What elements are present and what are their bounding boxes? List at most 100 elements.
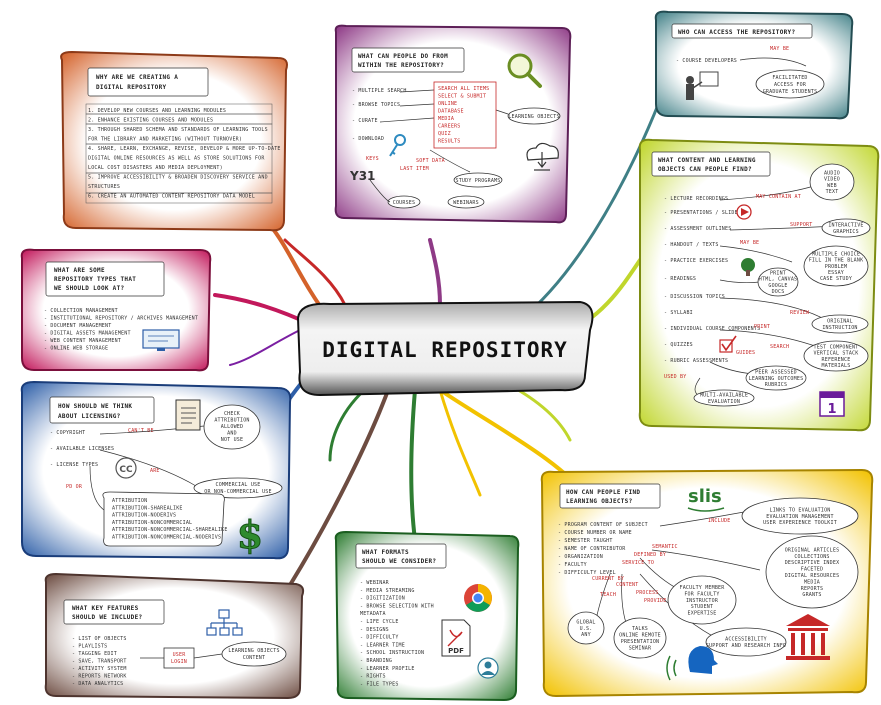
licensing-bubble-line: COMMERCIAL USE [216, 482, 261, 488]
access-bubble-line: GRADUATE STUDENTS [763, 89, 818, 95]
find-red-label: SEMANTIC [652, 544, 678, 550]
content-bubble-line: CASE STUDY [820, 276, 852, 282]
formats-item: - DESIGNS [360, 627, 389, 633]
content-red-label: USED BY [664, 374, 686, 380]
cando-red-item: SEARCH ALL ITEMS [438, 86, 489, 92]
find-bubble-line: INSTRUCTOR [686, 598, 719, 604]
find-list: - PROGRAM CONTENT OF SUBJECT- COURSE NUM… [558, 511, 761, 641]
licensing-red-label: ARE [150, 468, 160, 474]
find-bubble-line: GLOBAL [576, 619, 595, 625]
other-list-item: - COLLECTION MANAGEMENT [44, 308, 118, 314]
licensing-bubble-line: OR NON-COMMERCIAL USE [204, 489, 271, 495]
find-title-line: LEARNING OBJECTS? [566, 498, 633, 505]
find-item: - NAME OF CONTRIBUTOR [558, 546, 626, 552]
licensing-type: ATTRIBUTION-NODERIVS [112, 513, 176, 519]
content-item: - LECTURE RECORDINGS [664, 196, 728, 202]
branch-accent-4 [229, 329, 301, 366]
features-item: - SAVE, TRANSPORT [72, 659, 127, 665]
content-bubble-line: WEB [827, 183, 837, 189]
find-bubble-line: U.S. [580, 626, 593, 632]
pdf-label: PDF [448, 647, 464, 655]
licensing-title-box: HOW SHOULD WE THINK ABOUT LICENSING? [49, 396, 155, 424]
slis-logo-text: slis [688, 486, 722, 507]
content-bubble-line: DOCS [772, 289, 785, 295]
features-item: - REPORTS NETWORK [72, 674, 127, 680]
content-bubble-line: REFERENCE [822, 357, 851, 363]
find-bubble-line: FOR FACULTY [684, 591, 719, 597]
user-login-box: USER LOGIN [163, 647, 195, 669]
content-bubble-line: TEST COMPONENT [814, 345, 859, 351]
formats-list: - WEBINAR- MEDIA STREAMING- DIGITIZATION… [360, 580, 434, 687]
formats-item: - FILE TYPES [360, 681, 399, 687]
find-red-label: CURRENT BY [592, 576, 624, 582]
find-bubble [613, 617, 667, 659]
content-item: - DISCUSSION TOPICS [664, 294, 725, 300]
licensing-type: ATTRIBUTION-NONCOMMERCIAL-NODERIVS [112, 535, 221, 541]
why-list-item: 1. DEVELOP NEW COURSES AND LEARNING MODU… [88, 108, 226, 114]
calendar-icon: 1 [819, 391, 845, 417]
content-item: - ASSESSMENT OUTLINES [664, 226, 731, 232]
find-bubble-line: FACETED [801, 567, 823, 573]
content-bubble-line: TEXT [826, 189, 839, 195]
find-bubble-line: STUDENT [691, 604, 713, 610]
cc-label: CC [119, 465, 133, 475]
cloud-download-icon [526, 142, 559, 171]
formats-item: - BRANDING [360, 658, 392, 664]
cando-bubble-text: WEBINARS [453, 200, 479, 206]
content-bubble-line: EVALUATION [708, 399, 740, 405]
find-bubble-line: REPORTS [801, 586, 823, 592]
licensing-type: ATTRIBUTION-NONCOMMERCIAL-SHAREALIKE [112, 527, 228, 533]
find-item: - ORGANIZATION [558, 554, 603, 560]
content-bubble [757, 267, 799, 297]
panel-licensing: HOW SHOULD WE THINK ABOUT LICENSING? - C… [20, 380, 292, 560]
key-icon [389, 134, 406, 157]
why-list-item: 3. THROUGH SHARED SCHEMA AND STANDARDS O… [88, 127, 268, 133]
formats-item: - RIGHTS [360, 674, 386, 680]
content-red-label: REVIEW [790, 310, 810, 316]
formats-item: - BROWSE SELECTION WITH [360, 603, 434, 609]
user-login-line: LOGIN [171, 659, 187, 665]
tree-icon [741, 258, 755, 276]
content-bubble-line: INSTRUCTION [822, 325, 857, 331]
find-bubble [741, 497, 859, 535]
formats-item: - SCHOOL INSTRUCTION [360, 650, 424, 656]
panel-features: WHAT KEY FEATURES SHOULD WE INCLUDE? - L… [44, 572, 305, 700]
find-red-label: SERVICE TO [622, 560, 654, 566]
find-red-label: CONTENT [616, 582, 638, 588]
find-bubble-line: DIGITAL RESOURCES [785, 573, 840, 579]
content-bubble-line: HTML, CANVAS [759, 277, 798, 283]
document-icon [175, 399, 201, 431]
find-bubble-line: EXPERTISE [688, 611, 717, 617]
access-bubble-line: ACCESS FOR [774, 82, 807, 88]
other-list-item: - INSTITUTIONAL REPOSITORY / ARCHIVES MA… [44, 316, 198, 322]
licensing-title-line: HOW SHOULD WE THINK [58, 403, 132, 410]
find-title-box: HOW CAN PEOPLE FIND LEARNING OBJECTS? [559, 483, 661, 509]
formats-title-line: SHOULD WE CONSIDER? [362, 558, 436, 565]
other-title-line: WE SHOULD LOOK AT? [54, 285, 125, 292]
find-item: - FACULTY [558, 562, 587, 568]
cando-item: - BROWSE TOPICS [352, 102, 400, 108]
licensing-type: ATTRIBUTION-SHAREALIKE [112, 505, 183, 511]
licensing-bubble-line: CHECK [224, 411, 240, 417]
content-bubble-line: LEARNING OUTCOMES [749, 376, 804, 382]
speaking-head-icon [666, 646, 718, 681]
content-bubble [809, 163, 855, 201]
panel-other: WHAT ARE SOME REPOSITORY TYPES THAT WE S… [20, 248, 212, 372]
cando-bubble-text: STUDY PROGRAMS [456, 178, 501, 184]
why-list-item: DIGITAL ONLINE RESOURCES AS WELL AS STOR… [88, 156, 265, 162]
cando-list: - MULTIPLE SEARCH- BROWSE TOPICS- CURATE… [352, 88, 509, 142]
cando-red-label: KEYS [366, 156, 379, 162]
why-title-box: WHY ARE WE CREATING A DIGITAL REPOSITORY [87, 67, 209, 97]
formats-item: - LEARNER PROFILE [360, 666, 415, 672]
find-red-label: TEACH [600, 592, 616, 598]
find-bubble-line: DESCRIPTIVE INDEX [785, 560, 840, 566]
why-list-item: 2. ENHANCE EXISTING COURSES AND MODULES [88, 118, 213, 124]
content-item: - RUBRIC ASSESSMENTS [664, 358, 728, 364]
cando-bubble-study: STUDY PROGRAMS [453, 172, 503, 188]
org-chart-icon [206, 609, 243, 636]
content-bubble-line: PROBLEM [825, 264, 847, 270]
cando-item: - CURATE [352, 118, 378, 124]
content-item: - HANDOUT / TEXTS [664, 242, 719, 248]
other-title-line: WHAT ARE SOME [54, 267, 105, 274]
